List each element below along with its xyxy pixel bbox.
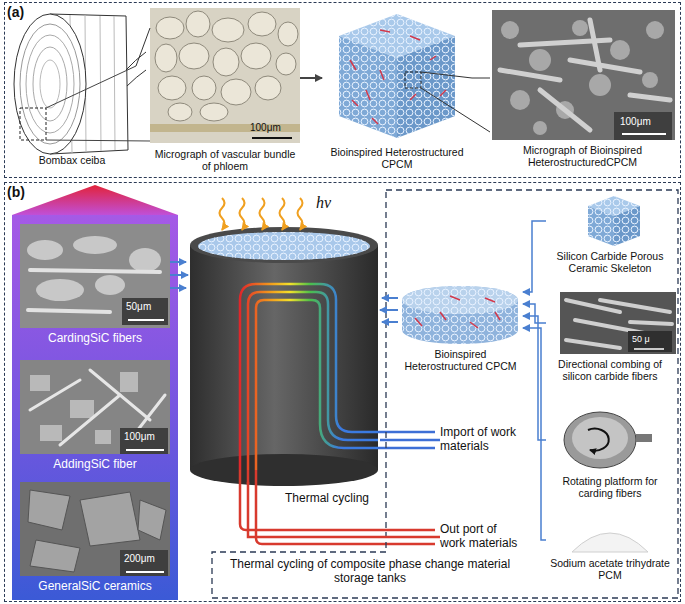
port-text: Out port of work materials [440,523,520,551]
connector [472,78,490,79]
scale-text: 200μm [124,553,168,565]
port-label: Out port of work materials [440,521,520,553]
scale-text: 100μm [620,116,670,128]
connector [170,274,188,276]
caption: Micrograph of vascular bundle of phloem [150,148,300,172]
illustration-frame: Bombax ceiba [8,8,136,176]
caption: CardingSiC fibers [20,332,170,346]
scale-text: 50 μ [632,334,672,344]
connector [136,28,150,66]
illustration-frame: Rotating platform for carding fibers [546,405,674,505]
micrograph: 100μmMicrograph of vascular bundle of ph… [150,8,300,176]
scale-text: 100μm [124,431,168,443]
illustration-frame: Sodium acetate trihydrate PCM [546,515,674,595]
caption: Bombax ceiba [8,154,136,166]
connector [523,328,546,540]
connector [523,316,546,440]
caption: Bioinspired Heterostructured CPCM [322,146,472,170]
micrograph: 100μmMicrograph of Bioinspired Heterostr… [490,8,675,176]
port-text: Import of work materials [440,426,520,454]
scale-text: 100μm [250,122,296,134]
caption: Sodium acetate trihydrate PCM [546,557,674,581]
process-label: Thermal cycling [285,492,380,506]
micrograph: 50μmCardingSiC fibers [20,224,170,352]
connector [523,304,546,323]
light-symbol: hν [316,194,350,212]
panel: (a) Bombax ceiba 100μmMicrograph of vascul… [4,2,681,178]
caption: Silicon Carbide Porous Ceramic Skeleton [546,250,674,274]
micrograph: 100μmAddingSiC fiber [20,360,170,476]
port-label: Import of work materials [440,424,520,456]
caption: Rotating platform for carding fibers [546,475,674,499]
micrograph: 200μmGeneralSiC ceramics [20,482,170,598]
caption: Thermal cycling of composite phase chang… [215,558,525,586]
connector [523,221,546,292]
panel: (b)50μmCardingSiC fibers100μmAddingSiC f… [4,182,681,602]
caption: Micrograph of Bioinspired Heterostructur… [490,144,675,168]
panel-label: (a) [7,4,33,20]
illustration-frame: Bioinspired Heterostructured CPCM [322,8,472,176]
connector [300,77,322,79]
illustration-frame: Bioinspired Heterostructured CPCM [398,280,523,380]
storage-tank: hν [188,192,380,482]
connector [248,482,440,537]
micrograph: 50 μ Directional combing of silicon carbi… [546,290,674,398]
illustration-frame: Silicon Carbide Porous Ceramic Skeleton [546,192,674,280]
caption: Directional combing of silicon carbide f… [546,358,674,382]
caption: Bioinspired Heterostructured CPCM [398,348,523,372]
caption: GeneralSiC ceramics [20,580,170,594]
connector [380,309,398,311]
scale-text: 50μm [126,301,168,313]
connector [380,439,440,442]
caption: AddingSiC fiber [20,458,170,472]
panel-label: (b) [7,184,33,200]
